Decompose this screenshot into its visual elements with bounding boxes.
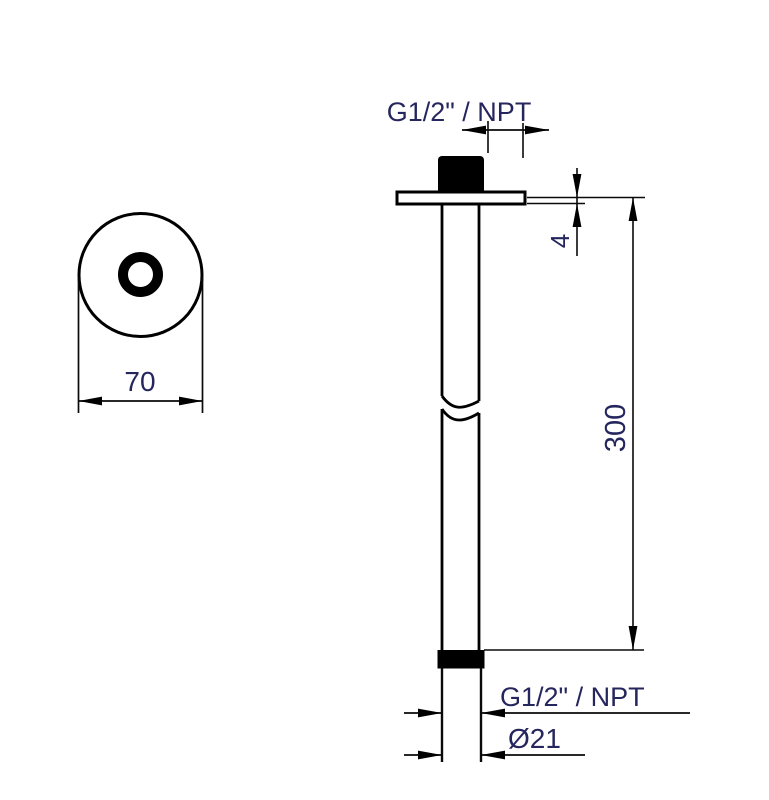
label-bottom-thread: G1/2" / NPT [500,682,645,712]
label-top-thread: G1/2" / NPT [387,97,532,127]
label-arm-length: 300 [600,404,632,452]
dim-70-arrow-right [179,396,203,406]
ceiling-flange [395,190,527,206]
label-tube-diameter: Ø21 [508,723,561,754]
front-view-outer-circle [77,212,204,338]
dim-top-thread-arrow-left [462,125,486,135]
pipe-break-lower-curve [440,408,480,422]
dim-bottom-thread-arrow-right [481,708,505,718]
label-front-diameter: 70 [124,366,155,397]
front-view-inner-ring [118,252,163,297]
dim-tube-diameter-arrow-left [418,750,442,760]
side-view: G1/2" / NPT 4 [387,97,690,762]
dim-top-thread-arrow-right [525,125,549,135]
dim-tube-diameter-arrow-right [481,750,505,760]
top-thread-fitting [438,156,484,194]
dim-4-arrow-down [572,174,582,198]
front-view: 70 [77,212,204,413]
pipe-break-upper-curve [440,395,480,409]
dim-70-arrow-left [78,396,102,406]
bottom-thread-band [437,650,485,669]
dim-300-arrow-down [628,626,638,650]
dim-bottom-thread-arrow-left [418,708,442,718]
dim-4-arrow-up [572,203,582,227]
dim-300-arrow-up [628,197,638,221]
label-flange-thickness: 4 [545,234,575,248]
